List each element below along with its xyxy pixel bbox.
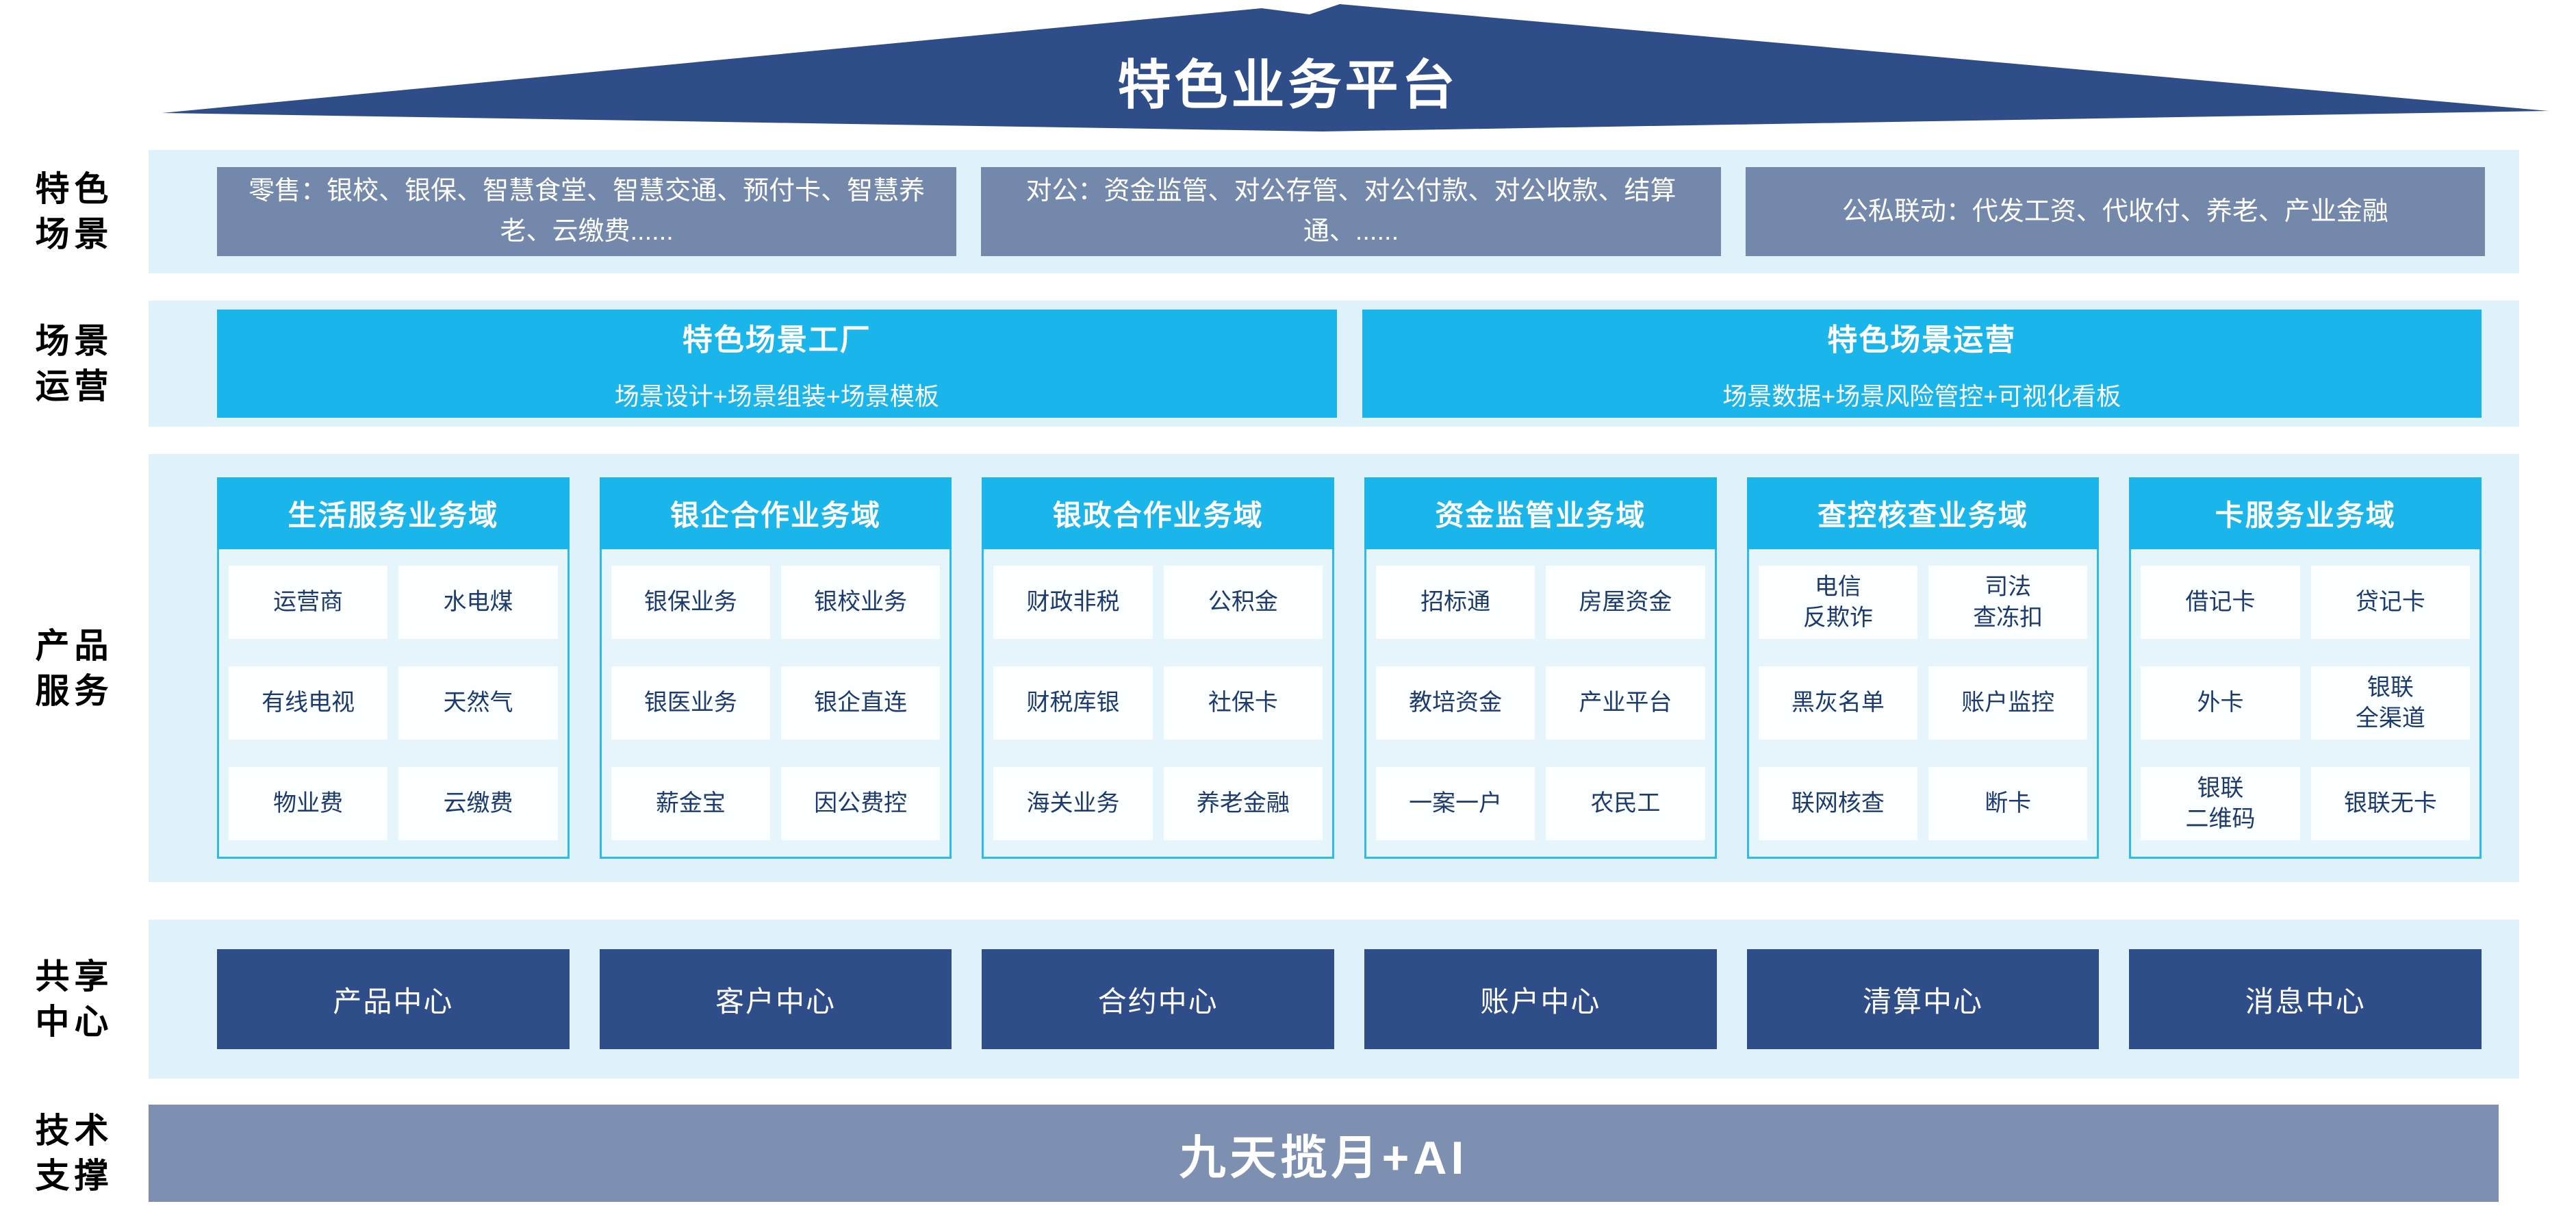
section-label-operations: 场景 运营 — [35, 322, 114, 405]
row-gap — [0, 134, 2576, 150]
section-label-shared: 共享 中心 — [35, 957, 114, 1041]
tech-support-bar: 九天揽月+AI — [149, 1105, 2499, 1202]
domain-column-bank-enterprise: 银企合作业务域 银保业务 银校业务 银医业务 银企直连 薪金宝 因公费控 — [599, 477, 952, 859]
scene-box-public-private: 公私联动：代发工资、代收付、养老、产业金融 — [1745, 167, 2485, 256]
ops-box-subtitle: 场景数据+场景风险管控+可视化看板 — [1722, 382, 2121, 410]
product-cell: 财税库银 — [993, 666, 1153, 740]
scene-box-corporate: 对公：资金监管、对公存管、对公付款、对公收款、结算通、...... — [981, 167, 1721, 256]
domain-body: 借记卡 贷记卡 外卡 银联 全渠道 银联 二维码 银联无卡 — [2131, 549, 2479, 857]
product-cell: 银联无卡 — [2310, 767, 2471, 840]
product-cell: 财政非税 — [993, 566, 1153, 639]
product-cell: 物业费 — [229, 767, 388, 840]
product-cell: 有线电视 — [229, 666, 388, 740]
domain-header: 银企合作业务域 — [599, 477, 952, 549]
product-cell: 运营商 — [229, 566, 388, 639]
ops-box-subtitle: 场景设计+场景组装+场景模板 — [614, 382, 939, 410]
row-gap — [0, 273, 2576, 301]
product-cell: 断卡 — [1928, 767, 2088, 840]
gutter-scenes: 特色 场景 — [0, 150, 149, 273]
product-cell: 农民工 — [1546, 767, 1705, 840]
product-cell: 电信 反欺诈 — [1758, 566, 1918, 639]
row-scene-operations: 场景 运营 特色场景工厂 场景设计+场景组装+场景模板 特色场景运营 场景数据+… — [0, 301, 2576, 427]
product-cell: 银联 全渠道 — [2310, 666, 2471, 740]
section-label-tech: 技术 支撑 — [35, 1111, 114, 1195]
ops-box-scene-operation: 特色场景运营 场景数据+场景风险管控+可视化看板 — [1362, 310, 2482, 418]
domain-column-fund-supervision: 资金监管业务域 招标通 房屋资金 教培资金 产业平台 一案一户 农民工 — [1364, 477, 1717, 859]
product-cell: 教培资金 — [1376, 666, 1535, 740]
gutter-products: 产品 服务 — [0, 454, 149, 882]
product-cell: 借记卡 — [2141, 566, 2300, 639]
roof-shape — [162, 4, 2549, 131]
gutter-operations: 场景 运营 — [0, 301, 149, 427]
operations-band: 特色场景工厂 场景设计+场景组装+场景模板 特色场景运营 场景数据+场景风险管控… — [149, 301, 2519, 427]
ops-box-title: 特色场景运营 — [1827, 323, 2017, 357]
product-cell: 水电煤 — [398, 566, 558, 639]
product-cell: 银医业务 — [611, 666, 770, 740]
roof: 特色业务平台 — [0, 0, 2576, 134]
scenes-band: 零售：银校、银保、智慧食堂、智慧交通、预付卡、智慧养老、云缴费...... 对公… — [149, 150, 2519, 273]
row-gap — [0, 427, 2576, 454]
row-tech-support: 技术 支撑 九天揽月+AI — [0, 1105, 2576, 1202]
row-product-services: 产品 服务 生活服务业务域 运营商 水电煤 有线电视 天然气 物业费 云缴费 银… — [0, 454, 2576, 882]
domain-header: 银政合作业务域 — [982, 477, 1335, 549]
ops-box-title: 特色场景工厂 — [682, 323, 871, 357]
domain-column-inquiry-verification: 查控核查业务域 电信 反欺诈 司法 查冻扣 黑灰名单 账户监控 联网核查 断卡 — [1746, 477, 2100, 859]
product-cell: 联网核查 — [1758, 767, 1918, 840]
row-shared-centers: 共享 中心 产品中心 客户中心 合约中心 账户中心 清算中心 消息中心 — [0, 920, 2576, 1079]
gutter-shared: 共享 中心 — [0, 920, 149, 1079]
domain-column-bank-government: 银政合作业务域 财政非税 公积金 财税库银 社保卡 海关业务 养老金融 — [982, 477, 1335, 859]
center-box-message: 消息中心 — [2129, 949, 2482, 1049]
domain-column-life-services: 生活服务业务域 运营商 水电煤 有线电视 天然气 物业费 云缴费 — [217, 477, 570, 859]
product-cell: 云缴费 — [398, 767, 558, 840]
product-cell: 产业平台 — [1546, 666, 1705, 740]
product-cell: 公积金 — [1163, 566, 1323, 639]
domain-header: 生活服务业务域 — [217, 477, 570, 549]
product-cell: 银校业务 — [781, 566, 941, 639]
section-label-products: 产品 服务 — [35, 626, 114, 710]
domain-header: 查控核查业务域 — [1746, 477, 2100, 549]
domain-body: 招标通 房屋资金 教培资金 产业平台 一案一户 农民工 — [1366, 549, 1715, 857]
scene-box-retail: 零售：银校、银保、智慧食堂、智慧交通、预付卡、智慧养老、云缴费...... — [217, 167, 957, 256]
domain-header: 卡服务业务域 — [2129, 477, 2482, 549]
gutter-tech: 技术 支撑 — [0, 1105, 149, 1202]
product-cell: 海关业务 — [993, 767, 1153, 840]
center-box-customer: 客户中心 — [599, 949, 952, 1049]
row-gap — [0, 882, 2576, 920]
center-box-contract: 合约中心 — [982, 949, 1335, 1049]
row-gap — [0, 1079, 2576, 1105]
row-featured-scenes: 特色 场景 零售：银校、银保、智慧食堂、智慧交通、预付卡、智慧养老、云缴费...… — [0, 150, 2576, 273]
product-cell: 一案一户 — [1376, 767, 1535, 840]
product-cell: 社保卡 — [1163, 666, 1323, 740]
product-cell: 账户监控 — [1928, 666, 2088, 740]
section-label-scenes: 特色 场景 — [35, 170, 114, 253]
shared-band: 产品中心 客户中心 合约中心 账户中心 清算中心 消息中心 — [149, 920, 2519, 1079]
product-cell: 银联 二维码 — [2141, 767, 2300, 840]
domain-body: 电信 反欺诈 司法 查冻扣 黑灰名单 账户监控 联网核查 断卡 — [1749, 549, 2097, 857]
center-box-product: 产品中心 — [217, 949, 570, 1049]
product-cell: 天然气 — [398, 666, 558, 740]
product-cell: 贷记卡 — [2310, 566, 2471, 639]
domain-body: 银保业务 银校业务 银医业务 银企直连 薪金宝 因公费控 — [602, 549, 950, 857]
domain-header: 资金监管业务域 — [1364, 477, 1717, 549]
product-cell: 房屋资金 — [1546, 566, 1705, 639]
product-cell: 养老金融 — [1163, 767, 1323, 840]
page-title: 特色业务平台 — [1117, 55, 1459, 115]
center-box-account: 账户中心 — [1364, 949, 1717, 1049]
product-cell: 因公费控 — [781, 767, 941, 840]
center-box-clearing: 清算中心 — [1746, 949, 2100, 1049]
product-cell: 外卡 — [2141, 666, 2300, 740]
domain-body: 运营商 水电煤 有线电视 天然气 物业费 云缴费 — [219, 549, 568, 857]
product-cell: 银企直连 — [781, 666, 941, 740]
products-band: 生活服务业务域 运营商 水电煤 有线电视 天然气 物业费 云缴费 银企合作业务域… — [149, 454, 2519, 882]
domain-column-card-services: 卡服务业务域 借记卡 贷记卡 外卡 银联 全渠道 银联 二维码 银联无卡 — [2129, 477, 2482, 859]
product-cell: 银保业务 — [611, 566, 770, 639]
product-cell: 司法 查冻扣 — [1928, 566, 2088, 639]
domain-body: 财政非税 公积金 财税库银 社保卡 海关业务 养老金融 — [984, 549, 1332, 857]
product-cell: 招标通 — [1376, 566, 1535, 639]
ops-box-scene-factory: 特色场景工厂 场景设计+场景组装+场景模板 — [217, 310, 1337, 418]
product-cell: 薪金宝 — [611, 767, 770, 840]
product-cell: 黑灰名单 — [1758, 666, 1918, 740]
